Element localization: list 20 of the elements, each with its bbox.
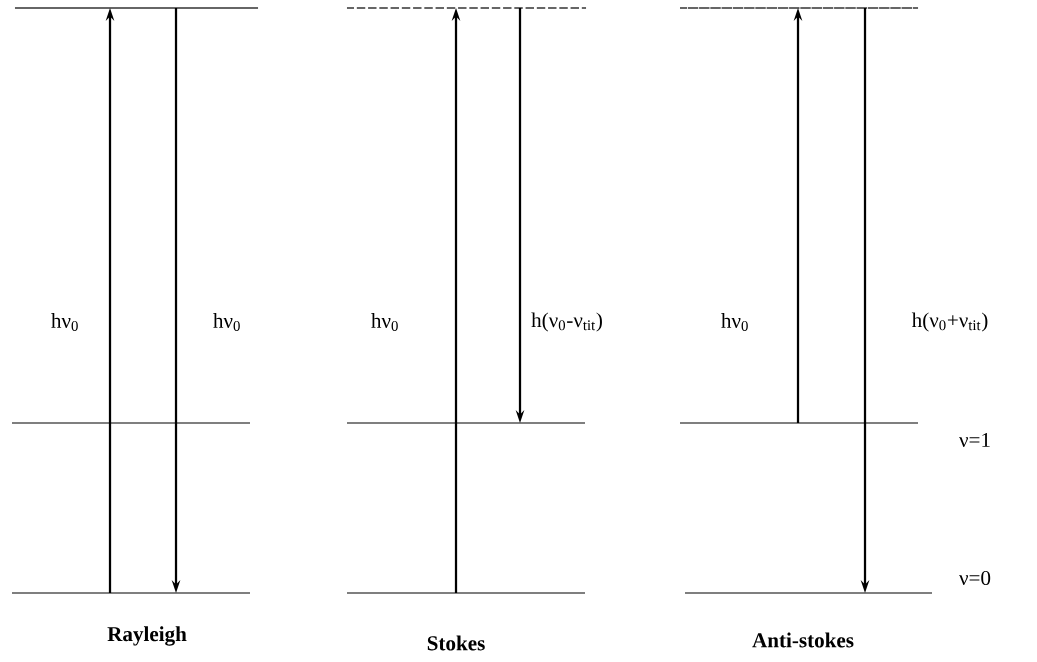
virtual-level-line xyxy=(679,7,919,9)
edge-label: hν$_{0}$ xyxy=(51,313,78,331)
energy-level-line xyxy=(11,422,251,424)
edge-label: hν$_{0}$ xyxy=(721,313,748,331)
energy-level-line xyxy=(684,592,933,594)
level-label: ν=0 xyxy=(959,570,991,586)
edge-label: h(ν$_{0}$-ν$_{tit}$) xyxy=(531,312,602,332)
virtual-level-line xyxy=(14,7,259,9)
edge-label: hν$_{0}$ xyxy=(371,313,398,331)
edge-label: hν$_{0}$ xyxy=(213,313,240,331)
energy-level-line xyxy=(11,592,251,594)
panel-title: Rayleigh xyxy=(107,626,187,646)
energy-level-line xyxy=(679,422,919,424)
level-label: ν=1 xyxy=(959,432,990,448)
edge-label: h(ν$_{0}$+ν$_{tit}$) xyxy=(911,312,988,332)
panel-title: Anti-stokes xyxy=(752,632,854,648)
virtual-level-line xyxy=(346,7,587,9)
energy-level-line xyxy=(346,592,586,594)
energy-level-line xyxy=(346,422,586,424)
panel-title: Stokes xyxy=(427,635,485,651)
